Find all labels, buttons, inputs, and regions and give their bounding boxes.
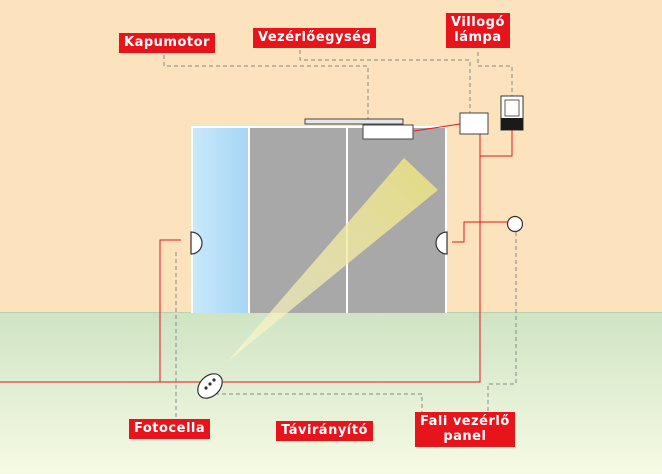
remote-signal-beam — [227, 158, 438, 362]
label-villogo-lampa: Villogó lámpa — [446, 13, 510, 48]
glass-side-panel — [193, 128, 248, 313]
label-fali-vezerlo-panel: Fali vezérlő panel — [415, 412, 515, 447]
label-fotocella: Fotocella — [129, 419, 211, 439]
label-vezerloegyseg: Vezérlőegység — [253, 28, 377, 48]
label-kapumotor: Kapumotor — [119, 33, 215, 53]
gate-motor-rail — [304, 118, 404, 125]
gate-motor — [362, 124, 414, 140]
label-taviranyito: Távirányító — [276, 421, 373, 441]
control-wiring — [0, 123, 513, 383]
photocell-right-icon — [435, 231, 448, 255]
wall-control-panel-icon — [506, 215, 524, 233]
flashing-lamp-icon — [500, 95, 524, 131]
control-unit-box — [459, 112, 489, 135]
remote-control-icon — [197, 373, 223, 399]
ground-background — [0, 312, 662, 474]
photocell-left-icon — [190, 231, 203, 255]
leader-lines — [163, 50, 517, 418]
